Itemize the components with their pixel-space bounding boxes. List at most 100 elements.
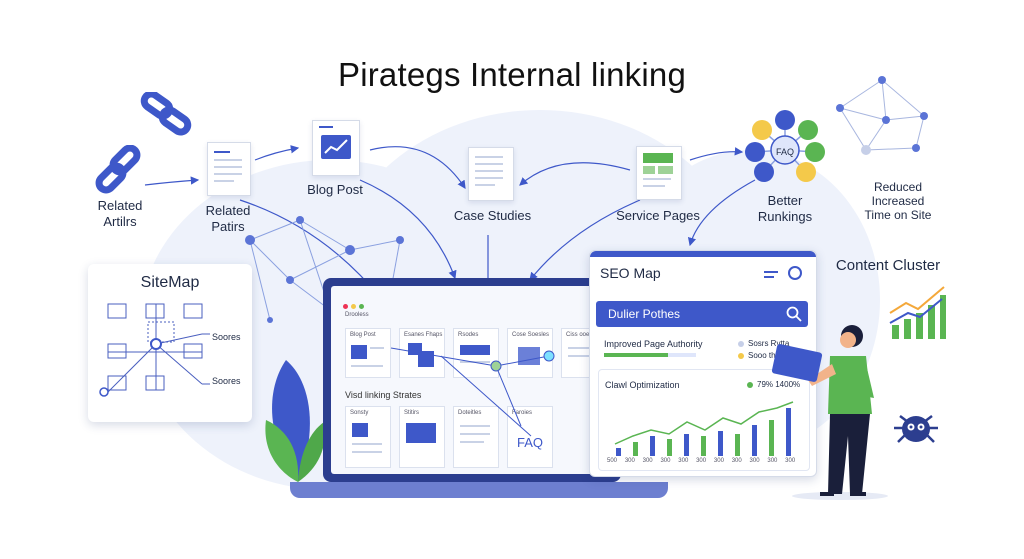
laptop-tile-3[interactable]: Rsodes	[453, 328, 499, 378]
laptop-tile-faq[interactable]: Faroies FAQ	[507, 406, 553, 468]
seo-panel-top-bar	[590, 251, 816, 257]
arrow-related-paths	[254, 145, 300, 161]
laptop-base	[290, 482, 668, 498]
crawl-trend-line	[614, 401, 794, 445]
seo-menu-icon[interactable]	[764, 271, 778, 278]
metric-page-authority-label: Improved Page Authority	[604, 339, 703, 349]
crawl-bar	[701, 436, 706, 456]
crawl-bar-chart	[611, 400, 797, 456]
arrow-service-to-better	[689, 147, 744, 161]
tile-label: Ciss ooes	[566, 332, 593, 338]
sitemap-score-2: Soores	[212, 376, 241, 386]
crawl-bar	[751, 425, 757, 456]
metric-dot-1	[738, 341, 744, 347]
chain-link-icon	[95, 145, 141, 194]
network-graph-right	[836, 76, 928, 155]
arrow-better-to-seo	[687, 179, 756, 247]
laptop-screen: Drooless Blog Post Esanes Fhaps Rsodes C…	[323, 278, 621, 482]
arrow-blog-to-laptop	[359, 179, 457, 280]
arrow-blog-to-case	[369, 146, 466, 190]
metric-crawl-label: Clawl Optimization	[605, 380, 680, 390]
laptop-tile-8[interactable]: Doteitles	[453, 406, 499, 468]
laptop-section-label: Visd linking Strates	[345, 390, 422, 400]
crawl-bar	[785, 408, 791, 456]
metric-crawl-value: 79% 1400%	[757, 380, 801, 389]
case-studies-doc	[468, 147, 514, 201]
tile-label: Cose Soesles	[512, 332, 550, 338]
crawl-bar	[616, 447, 622, 456]
faq-cluster-graph	[745, 110, 825, 182]
content-cluster-chart-icon	[886, 283, 948, 341]
metric-value-2: Sooo thi	[748, 351, 778, 360]
page-title: Pirategs Internal linking	[337, 56, 687, 93]
crawl-x-tick: 300	[624, 458, 635, 464]
service-pages-doc	[636, 146, 682, 200]
label-case-studies: Case Studies	[453, 208, 532, 223]
crawl-subpanel: Clawl Optimization 79% 1400% 500 300 300 30…	[598, 369, 810, 471]
crawl-bar	[633, 442, 639, 456]
crawler-spider-icon	[894, 415, 938, 443]
related-paths-doc	[207, 142, 251, 196]
tile-label: Faroies	[512, 410, 533, 416]
crawl-x-tick: 300	[642, 458, 653, 464]
label-blog-post: Blog Post	[307, 182, 363, 197]
crawl-x-tick: 300	[731, 458, 742, 464]
sitemap-diagram	[99, 303, 210, 397]
tile-label: Sonsty	[350, 410, 369, 416]
arrow-service-to-laptop	[529, 199, 641, 281]
label-related-paths: Related Patirs	[205, 203, 251, 234]
sitemap-card: SiteMap Soores Soores	[88, 264, 252, 422]
faq-node-label: FAQ	[775, 147, 794, 157]
tile-label: Rsodes	[458, 332, 479, 338]
laptop-tile-1[interactable]: Blog Post	[345, 328, 391, 378]
laptop-tile-7[interactable]: Stitirs	[399, 406, 445, 468]
crawl-x-tick: 300	[678, 458, 689, 464]
crawl-x-tick: 300	[785, 458, 796, 464]
laptop-window-dots	[343, 296, 364, 314]
crawl-bar	[734, 433, 740, 456]
label-related-articles: Related Artilrs	[97, 198, 143, 229]
crawl-x-tick: 300	[749, 458, 760, 464]
label-reduced-time: Reduced Increased Time on Site	[864, 180, 932, 222]
laptop-tile-6[interactable]: Sonsty	[345, 406, 391, 468]
crawl-x-tick: 300	[660, 458, 671, 464]
crawl-bar	[650, 436, 656, 456]
seo-search-bar[interactable]: Dulier Pothes	[596, 301, 808, 327]
laptop-display: Drooless Blog Post Esanes Fhaps Rsodes C…	[331, 286, 613, 474]
laptop-link-overlay	[390, 347, 555, 437]
arrow-related-articles	[144, 176, 200, 186]
crawl-x-tick: 300	[696, 458, 707, 464]
crawl-x-tick: 300	[767, 458, 778, 464]
tile-label: Esanes Fhaps	[404, 332, 443, 338]
plant-leaves-icon	[265, 360, 325, 482]
label-service-pages: Service Pages	[616, 208, 700, 223]
metric-dot-3	[747, 382, 753, 388]
crawl-x-tick: 300	[713, 458, 724, 464]
metric-dot-2	[738, 353, 744, 359]
tile-label: Stitirs	[404, 410, 419, 416]
tile-label: Blog Post	[350, 332, 376, 338]
crawl-x-ticks: 500 300 300 300 300 300 300 300 300 300 300	[607, 458, 803, 468]
sitemap-title: SiteMap	[140, 274, 200, 291]
person-with-tablet-illustration	[771, 325, 888, 500]
metric-value-1: Sosrs Rvtta	[748, 339, 790, 348]
crawl-x-tick: 500	[607, 458, 618, 464]
label-content-cluster: Content Cluster	[835, 257, 941, 274]
crawl-bar	[667, 439, 673, 456]
label-better-rankings: Better Runkings	[757, 193, 813, 224]
crawl-bar	[768, 419, 774, 456]
sitemap-score-1: Soores	[212, 332, 241, 342]
arrow-service-to-case	[519, 162, 631, 186]
seo-search-text: Dulier Pothes	[608, 307, 681, 321]
laptop-faq-text: FAQ	[516, 435, 543, 450]
blog-post-doc	[312, 120, 360, 176]
laptop-header-label: Drooless	[345, 312, 369, 318]
chain-link-icon	[140, 92, 192, 136]
metric-page-authority-bar	[604, 353, 696, 357]
seo-refresh-icon[interactable]	[788, 266, 802, 280]
tile-label: Doteitles	[458, 410, 482, 416]
crawl-bar	[684, 433, 690, 456]
search-icon[interactable]	[786, 306, 802, 322]
seo-map-title: SEO Map	[600, 265, 661, 281]
crawl-bar	[717, 430, 723, 456]
